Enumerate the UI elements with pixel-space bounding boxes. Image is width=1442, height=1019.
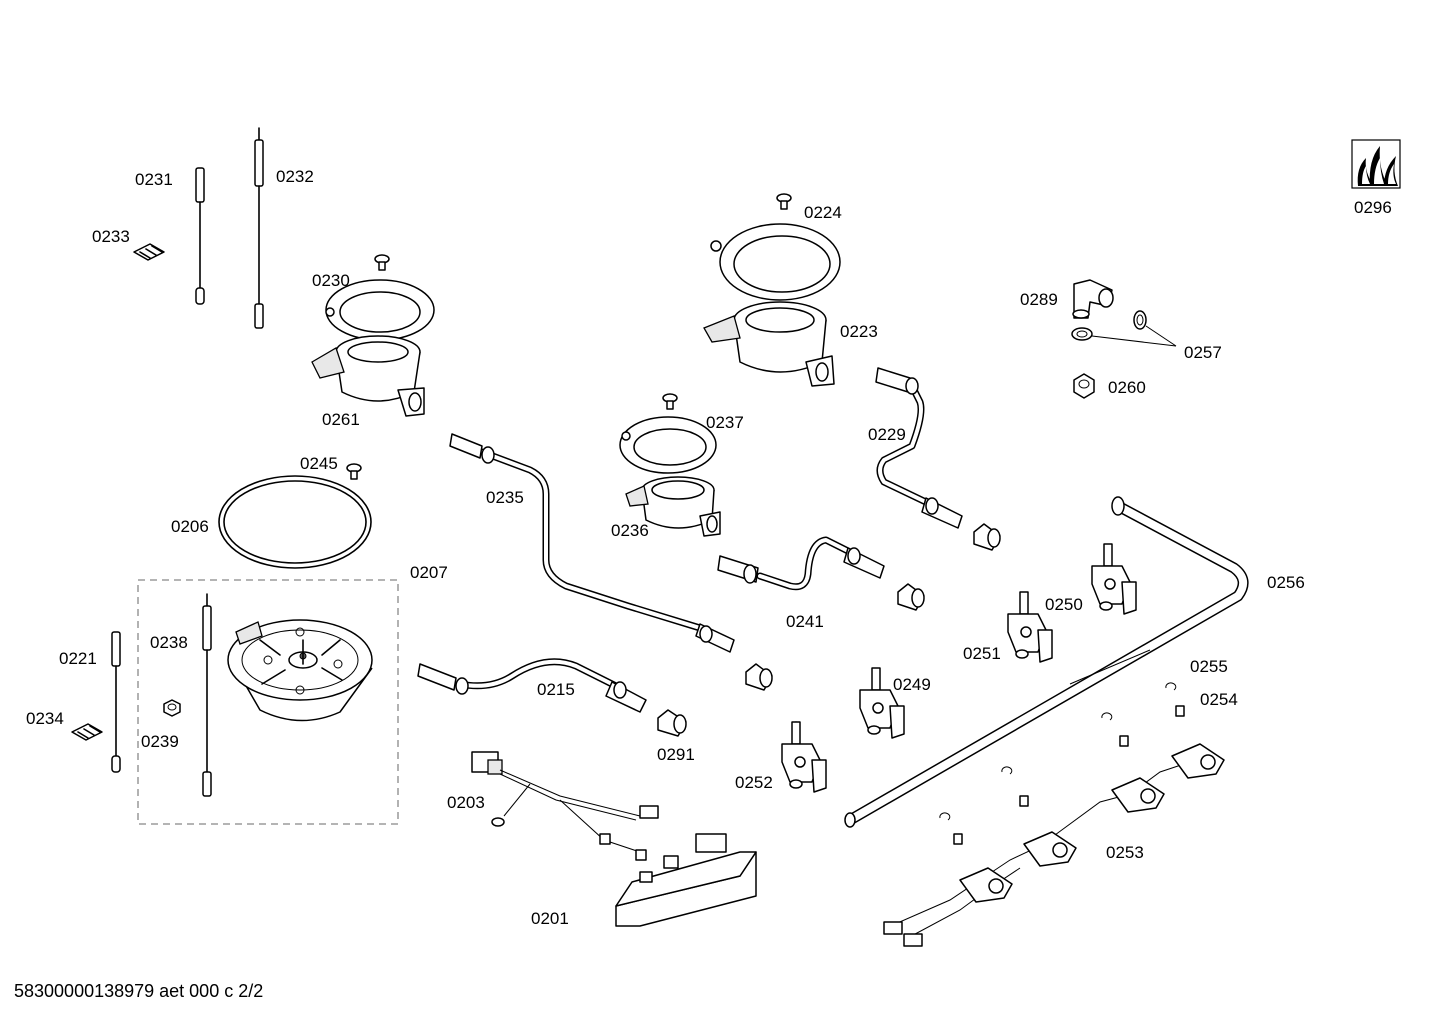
wiring-harness-0203 bbox=[471, 751, 659, 861]
label-0232: 0232 bbox=[276, 167, 314, 186]
washers-0257 bbox=[1071, 310, 1177, 347]
nut-cap-0291 bbox=[657, 709, 687, 737]
gas-valve-0249 bbox=[859, 667, 905, 739]
label-0291: 0291 bbox=[657, 745, 695, 764]
label-0255: 0255 bbox=[1190, 657, 1228, 676]
nut-cap-0235 bbox=[745, 663, 773, 691]
gas-valve-0250 bbox=[1091, 543, 1137, 615]
nut-0260 bbox=[1073, 373, 1095, 399]
gas-valve-0251 bbox=[1007, 591, 1053, 663]
ignition-module-0201 bbox=[615, 833, 757, 927]
label-0249: 0249 bbox=[893, 675, 931, 694]
ignition-electrode-0238 bbox=[202, 593, 212, 797]
label-0221: 0221 bbox=[59, 649, 97, 668]
gas-pipe-0241 bbox=[717, 536, 885, 591]
label-0233: 0233 bbox=[92, 227, 130, 246]
gas-valve-0252 bbox=[781, 721, 827, 793]
label-0231: 0231 bbox=[135, 170, 173, 189]
gasket-0236 bbox=[619, 416, 717, 474]
wok-burner-body-0207 bbox=[227, 619, 373, 722]
label-0238: 0238 bbox=[150, 633, 188, 652]
document-id: 58300000138979 aet 000 c 2/2 bbox=[14, 981, 264, 1001]
nut-cap-0241 bbox=[897, 583, 925, 611]
springs-0254 bbox=[953, 705, 1185, 845]
label-0260: 0260 bbox=[1108, 378, 1146, 397]
label-0245: 0245 bbox=[300, 454, 338, 473]
label-0203: 0203 bbox=[447, 793, 485, 812]
label-0237: 0237 bbox=[706, 413, 744, 432]
nut-cap-0229 bbox=[973, 523, 1001, 551]
label-0289: 0289 bbox=[1020, 290, 1058, 309]
burner-housing-0236 bbox=[625, 476, 721, 537]
spring-clips-0255 bbox=[939, 682, 1177, 821]
label-0252: 0252 bbox=[735, 773, 773, 792]
label-0239: 0239 bbox=[141, 732, 179, 751]
label-0230: 0230 bbox=[312, 271, 350, 290]
gas-pipe-0215 bbox=[417, 658, 647, 713]
label-0223: 0223 bbox=[840, 322, 878, 341]
thermocouple-0231 bbox=[195, 167, 205, 305]
screw-0237 bbox=[662, 393, 678, 410]
label-0201: 0201 bbox=[531, 909, 569, 928]
gas-manifold-0256 bbox=[844, 496, 1249, 828]
label-0251: 0251 bbox=[963, 644, 1001, 663]
screw-0245 bbox=[346, 463, 362, 480]
flame-icon bbox=[1351, 139, 1401, 189]
label-0257: 0257 bbox=[1184, 343, 1222, 362]
label-0215: 0215 bbox=[537, 680, 575, 699]
ignition-electrode-0232 bbox=[254, 127, 264, 329]
label-0254: 0254 bbox=[1200, 690, 1238, 709]
label-0250: 0250 bbox=[1045, 595, 1083, 614]
ignition-switches-0253 bbox=[883, 743, 1225, 947]
label-0224: 0224 bbox=[804, 203, 842, 222]
clip-0234 bbox=[71, 723, 103, 741]
label-0241: 0241 bbox=[786, 612, 824, 631]
label-0256: 0256 bbox=[1267, 573, 1305, 592]
burner-housing-0261 bbox=[311, 335, 425, 417]
seal-ring-0206 bbox=[218, 475, 372, 569]
elbow-connector-0289 bbox=[1072, 279, 1114, 319]
label-0235: 0235 bbox=[486, 488, 524, 507]
gas-pipe-0235 bbox=[449, 433, 735, 653]
gas-pipe-0229 bbox=[875, 367, 963, 529]
thermocouple-0221 bbox=[111, 631, 121, 773]
label-0207: 0207 bbox=[410, 563, 448, 582]
screw-0230 bbox=[374, 254, 390, 271]
burner-housing-0223 bbox=[703, 301, 835, 387]
gasket-0223 bbox=[710, 223, 841, 301]
label-0206: 0206 bbox=[171, 517, 209, 536]
screw-0224 bbox=[776, 193, 792, 210]
label-0253: 0253 bbox=[1106, 843, 1144, 862]
clip-0233 bbox=[133, 243, 165, 261]
label-0296: 0296 bbox=[1354, 198, 1392, 217]
label-0236: 0236 bbox=[611, 521, 649, 540]
label-0261: 0261 bbox=[322, 410, 360, 429]
nut-0239 bbox=[163, 699, 181, 717]
label-0234: 0234 bbox=[26, 709, 64, 728]
label-0229: 0229 bbox=[868, 425, 906, 444]
gasket-0261-top bbox=[325, 279, 435, 341]
